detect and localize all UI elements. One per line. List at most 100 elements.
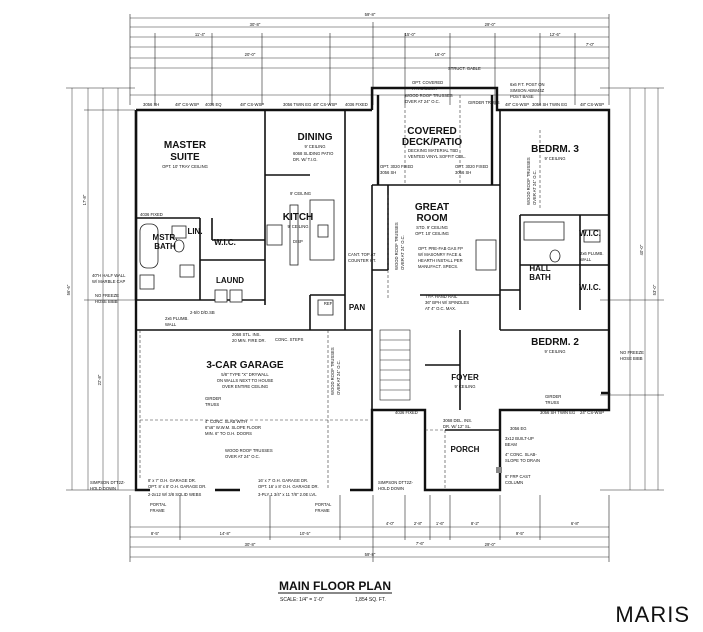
note-header-3: 48" CS-WSP	[313, 102, 337, 107]
dim-bot-j: 6'-8"	[571, 521, 580, 526]
note-handrail-1: TYP. HAND RAIL	[425, 294, 458, 299]
note-plumb-wall: 2x6 PLUMB.	[165, 316, 189, 321]
note-garage-trusses: WOOD ROOF TRUSSES	[225, 448, 273, 453]
note-window-gr-3: OPT. 3020 FIXED	[455, 164, 488, 169]
room-deck-patio-label: DECK/PATIO	[402, 137, 462, 148]
garage-note-2: ON WALLS NEXT TO HOUSE	[217, 378, 274, 383]
bottom-dimension-lines	[129, 495, 610, 562]
note-plumb-wall-right: 2x6 PLUMB.	[580, 251, 604, 256]
dining-ceiling-note: 9' CEILING	[304, 144, 325, 149]
note-window-top-4: 4036 FIXED	[345, 102, 368, 107]
room-master-label: MASTER	[164, 140, 207, 151]
room-hall-label: HALL	[529, 264, 550, 273]
note-column: 6" FRP CAST	[505, 474, 531, 479]
note-fireplace-4: MANUFACT. SPECS.	[418, 264, 458, 269]
great-ceiling-note-2: OPT. 10' CEILING	[415, 231, 449, 236]
note-window-gr-1: OPT. 3020 FIXED	[380, 164, 413, 169]
note-porch-slab-1: 4" CONC. SLAB-	[505, 452, 537, 457]
dim-bot-h: 1'-6"	[436, 521, 445, 526]
dim-bot-i: 8'-2"	[471, 521, 480, 526]
note-slab-2: 6"x6" W.W.M. SLOPE FLOOR	[205, 425, 261, 430]
master-ceiling-note: OPT. 10' TRAY CEILING	[162, 164, 208, 169]
garage-note-1: 5/8" TYPE "X" DRYWALL	[221, 372, 269, 377]
note-conc-steps: CONC. STEPS	[275, 337, 304, 342]
room-great-label: GREAT	[415, 202, 449, 213]
note-girder-right-2: TRUSS	[545, 400, 559, 405]
note-header-right: 3-PLY 1 3/4" x 11 7/8" 2.0E LVL	[258, 492, 317, 497]
note-window-gr-4: 3056 SH	[455, 170, 471, 175]
note-front-door-1: 3068 DEL. INS.	[443, 418, 472, 423]
dim-bot-f: 4'-0"	[386, 521, 395, 526]
note-great-room-trusses: WOOD ROOF TRUSSES	[394, 222, 399, 270]
note-bedrm3-trusses: WOOD ROOF TRUSSES	[526, 157, 531, 205]
note-header-5: 48" CS-WSP	[580, 102, 604, 107]
note-header-left: 2-2x12 W/ 3/8 SOLID WEBS	[148, 492, 201, 497]
dim-bot-e: 9'-5"	[516, 531, 525, 536]
dim-bot-right: 29'-0"	[485, 542, 496, 547]
note-window-top-2: 4036 EQ	[205, 102, 222, 107]
room-bedrm2-label: BEDRM. 2	[531, 337, 579, 348]
room-porch-label: PORCH	[451, 445, 480, 454]
dim-bot-a: 8'-5"	[151, 531, 160, 536]
room-laund-label: LAUND	[216, 276, 244, 285]
room-pan-label: PAN	[349, 303, 366, 312]
note-window-gr-2: 3056 SH	[380, 170, 396, 175]
note-struct-gable: STRUCT. GABLE	[448, 66, 481, 71]
note-porch-beam-1: 3x12 BUILT-UP	[505, 436, 534, 441]
note-hose-bibb-right: HOSE BIBB	[620, 356, 643, 361]
room-wic-right-label: W.I.C.	[579, 229, 601, 238]
note-window-top-5: 3056 SH TWIN EG	[532, 102, 567, 107]
note-window-bot-2: 3056 EG	[510, 426, 527, 431]
note-fireplace-1: OPT. PRE-FAB GAS FP	[418, 246, 463, 251]
garage-note-3: OVER ENTIRE CEILING	[222, 384, 268, 389]
note-portal-right: PORTAL	[315, 502, 332, 507]
note-steel-door-1: 2068 STL. INS.	[232, 332, 261, 337]
room-foyer-label: FOYER	[451, 373, 479, 382]
note-opt-covered: OPT. COVERED	[412, 80, 443, 85]
note-steel-door-2: 20 MIN. FIRE DR.	[232, 338, 266, 343]
room-lin-label: LIN.	[187, 227, 202, 236]
note-great-room-trusses-2: OVER AT 24" O.C.	[400, 235, 405, 270]
room-suite-label: SUITE	[170, 152, 200, 163]
note-garage-trusses-vertical-2: OVER AT 24" O.C.	[336, 360, 341, 395]
dim-left-a: 17'-8"	[82, 194, 87, 205]
note-ohdoor-right-1: 16' x 7' O.H. GARAGE DR.	[258, 478, 308, 483]
note-plumb-wall-2: WALL	[165, 322, 177, 327]
dim-bot-overall: 59'-8"	[365, 552, 376, 557]
note-wood-roof-trusses: WOOD ROOF TRUSSES	[405, 93, 453, 98]
note-porch-slab-2: SLOPE TO DRAIN	[505, 458, 540, 463]
dim-bot-d: 7'-6"	[416, 541, 425, 546]
dim-right-a: 40'-0"	[639, 244, 644, 255]
dim-left-overall: 56'-6"	[66, 284, 71, 295]
note-portal-left: PORTAL	[150, 502, 167, 507]
note-cant-top: CANT. TOP AT	[348, 252, 376, 257]
room-covered-label: COVERED	[407, 126, 456, 137]
dim-top-right: 29'-0"	[485, 22, 496, 27]
note-cant-top-2: COUNTER HT.	[348, 258, 376, 263]
fixtures	[139, 95, 601, 492]
note-ohdoor-left-2: OPT. 8' x 8' O.H. GARAGE DR.	[148, 484, 206, 489]
note-column-2: COLUMN	[505, 480, 523, 485]
note-front-door-2: DR. W/ 12" SL.	[443, 424, 471, 429]
dim-top-b: 20'-0"	[245, 52, 256, 57]
note-sliding-patio: 6068 SLIDING PATIO	[293, 151, 334, 156]
note-patio-deck: PATIO/DECK	[412, 86, 437, 91]
note-fixed-window: 4036 FIXED	[395, 410, 418, 415]
room-bedrm3-label: BEDRM. 3	[531, 144, 579, 155]
interior-walls	[136, 110, 609, 431]
dim-bot-b: 14'-8"	[220, 531, 231, 536]
note-bedrm3-trusses-2: OVER AT 24" O.C.	[532, 170, 537, 205]
maris-watermark: MARIS	[615, 602, 690, 627]
note-garage-trusses-vertical: WOOD ROOF TRUSSES	[330, 347, 335, 395]
note-post-3: POST BASE	[510, 94, 534, 99]
room-mstr-bath-label: BATH	[154, 242, 176, 251]
note-header-2: 48" CS-WSP	[240, 102, 264, 107]
note-hose-bibb-left: HOSE BIBB	[95, 299, 118, 304]
note-ohdoor-left-1: 8' x 7' O.H. GARAGE DR.	[148, 478, 196, 483]
dim-top-mid: 15'-0"	[405, 32, 416, 37]
note-girder-truss: GIRDER TRUSS	[468, 100, 500, 105]
note-ohdoor-right-2: OPT. 16' x 8' O.H. GARAGE DR.	[258, 484, 319, 489]
side-dimension-lines	[66, 87, 664, 491]
dim-left-b: 22'-8"	[97, 374, 102, 385]
